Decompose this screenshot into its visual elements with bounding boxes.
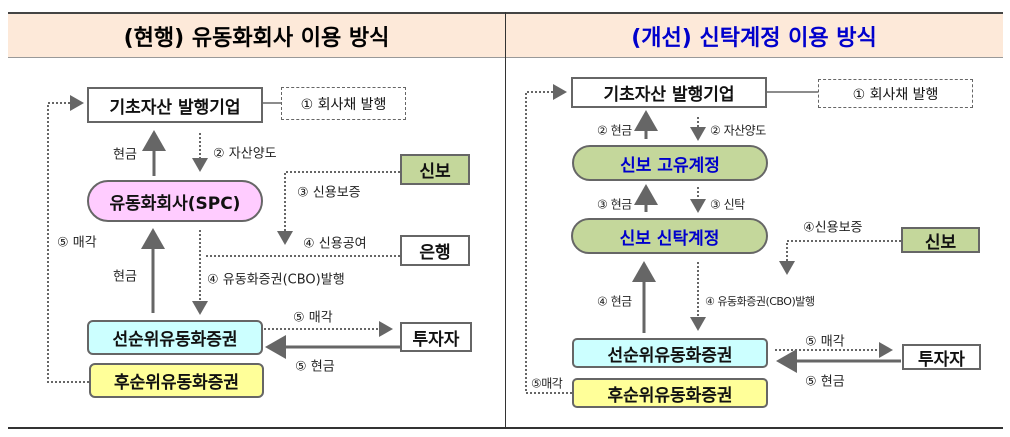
issuer-box-r: 기초자산 발행기업 <box>571 77 767 108</box>
junior-box-r: 후순위유동화증권 <box>572 378 768 408</box>
sell-label-r: ⑤ 매각 <box>805 334 845 350</box>
cash-label-r: ② 현금 <box>597 123 632 138</box>
guarantee-label: ③ 신용보증 <box>297 185 361 201</box>
cbo-label-r: ④ 유동화증권(CBO)발행 <box>705 295 815 308</box>
senior-box: 선순위유동화증권 <box>87 320 263 355</box>
cash-label-r4: ⑤ 현금 <box>805 374 845 390</box>
transfer-label: ② 자산양도 <box>213 146 277 162</box>
junior-sell-label: ⑤ 매각 <box>57 235 97 251</box>
spc-box: 유동화회사(SPC) <box>87 180 263 222</box>
bond-box-r: ① 회사채 발행 <box>818 79 973 108</box>
investor-box: 투자자 <box>400 322 472 352</box>
cash-label: 현금 <box>113 147 137 163</box>
cash-label-2: 현금 <box>113 269 137 285</box>
junior-sell-label-r: ⑤매각 <box>531 374 563 392</box>
trust-label: ③ 신탁 <box>710 197 745 212</box>
bond-box: ① 회사채 발행 <box>281 87 406 120</box>
junior-sell-arrow-r <box>525 84 572 394</box>
divider <box>505 12 506 428</box>
senior-box-r: 선순위유동화증권 <box>572 338 768 368</box>
sinbo-box-r: 신보 <box>901 227 980 253</box>
sinbo-box: 신보 <box>400 154 470 185</box>
guarantee-arrow-r <box>779 240 901 275</box>
junior-sell-arrow <box>47 95 89 383</box>
sell-label: ⑤ 매각 <box>293 310 333 326</box>
improved-header: (개선) 신탁계정 이용 방식 <box>505 12 1003 58</box>
junior-box: 후순위유동화증권 <box>89 363 264 398</box>
investor-box-r: 투자자 <box>902 344 981 370</box>
bank-box: 은행 <box>400 235 470 266</box>
bottom-border <box>8 427 1003 429</box>
own-account-box: 신보 고유계정 <box>572 145 768 181</box>
cbo-label: ④ 유동화증권(CBO)발행 <box>207 272 345 288</box>
trust-account-box: 신보 신탁계정 <box>571 218 768 254</box>
credit-label: ④ 신용공여 <box>303 236 367 252</box>
guarantee-label-r: ④신용보증 <box>803 220 863 236</box>
current-header: (현행) 유동화회사 이용 방식 <box>8 12 505 58</box>
cash-label-3: ⑤ 현금 <box>295 359 335 375</box>
issuer-box: 기초자산 발행기업 <box>87 87 263 123</box>
cash-label-r3: ④ 현금 <box>597 294 632 309</box>
transfer-label-r: ② 자산양도 <box>710 123 766 138</box>
cash-label-r2: ③ 현금 <box>597 197 632 212</box>
